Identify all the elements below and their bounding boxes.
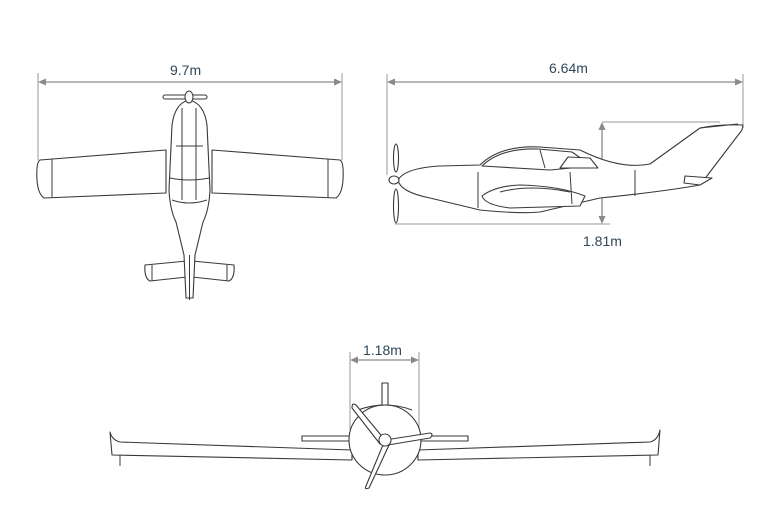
- top-wing-right: [211, 149, 344, 199]
- wheel-track-label: 1.18m: [363, 342, 402, 358]
- wingspan-label: 9.7m: [170, 62, 202, 78]
- front-wing-left: [109, 431, 353, 461]
- side-view: [386, 74, 744, 225]
- front-wing-right: [417, 429, 661, 461]
- side-propeller: [388, 143, 400, 224]
- top-horizontal-tail-right: [191, 260, 235, 282]
- top-wing: [36, 149, 167, 199]
- length-label: 6.64m: [549, 60, 588, 76]
- length-dimension-line: [386, 74, 744, 175]
- top-view: [36, 73, 344, 300]
- wingspan-dimension-line: [37, 73, 343, 160]
- top-propeller: [162, 90, 208, 104]
- top-horizontal-tail: [144, 260, 188, 282]
- front-view: [109, 352, 661, 490]
- front-propeller: [351, 403, 433, 490]
- height-label: 1.81m: [583, 233, 622, 249]
- side-wing: [481, 184, 586, 209]
- track-dimension-line: [349, 352, 420, 430]
